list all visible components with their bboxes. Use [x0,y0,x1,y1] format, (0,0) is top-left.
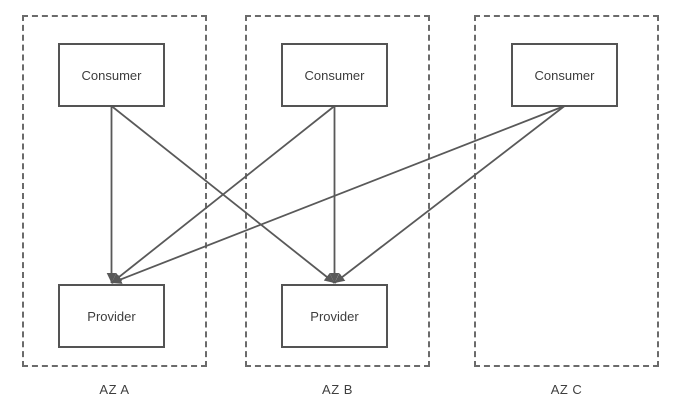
zone-caption-az-a: AZ A [99,382,130,397]
node-label: Consumer [81,67,142,83]
node-label: Consumer [534,67,595,83]
zone-caption-az-c: AZ C [550,382,583,397]
node-label: Provider [310,308,359,324]
node-consumer-az-a: Consumer [58,43,165,107]
node-consumer-az-b: Consumer [281,43,388,107]
node-consumer-az-c: Consumer [511,43,618,107]
node-provider-az-b: Provider [281,284,388,348]
node-label: Consumer [304,67,365,83]
node-provider-az-a: Provider [58,284,165,348]
node-label: Provider [87,308,136,324]
zone-caption-az-b: AZ B [322,382,353,397]
